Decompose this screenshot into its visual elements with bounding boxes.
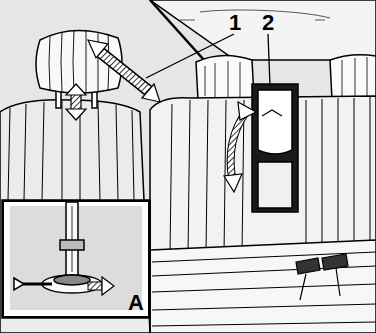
interior-background-part (150, 0, 376, 60)
callout-number: 1 (229, 12, 241, 34)
tilt-arrow-part (142, 84, 160, 102)
tilt-arrow-part (100, 52, 150, 92)
front-headrest-part (49, 30, 109, 93)
armrest-part (252, 84, 298, 212)
fold-arrow-part (224, 174, 242, 192)
inset-detail (2, 200, 150, 318)
rear-seat-cushion-part (150, 240, 376, 333)
fold-arrow-part (231, 112, 246, 178)
armrest-part (262, 110, 282, 116)
belt-buckles-part (322, 254, 348, 270)
tilt-arrow (88, 40, 160, 102)
inset-detail-part (60, 240, 84, 250)
rear-seat-cushion-part (152, 252, 376, 326)
belt-buckles (296, 254, 348, 300)
inset-detail-part (2, 200, 150, 318)
fold-arrow-part (238, 102, 256, 120)
callout-number: 2 (262, 12, 274, 34)
rear-headrests-part (205, 61, 240, 98)
front-seat-back (0, 100, 150, 333)
height-arrow-part (71, 93, 81, 111)
height-arrow-part (66, 84, 86, 95)
interior-background-part (180, 20, 195, 21)
inset-detail-part (66, 202, 78, 276)
front-seat-back-part (0, 100, 150, 333)
leader-lines-part (268, 34, 270, 86)
leader-lines (146, 34, 270, 86)
leader-lines-part (146, 34, 234, 78)
rear-headrests-part (330, 55, 376, 100)
interior-background-part (315, 20, 325, 21)
inset-detail-part (88, 282, 102, 290)
rear-headrests-part (196, 55, 254, 100)
rear-headrests-part (342, 57, 367, 98)
tilt-arrow-part (88, 40, 108, 58)
belt-buckles-part (296, 258, 320, 274)
armrest (252, 84, 298, 212)
front-seat-back-part (8, 101, 134, 200)
armrest-part (258, 90, 292, 154)
fold-arrow-part (231, 112, 246, 178)
inset-detail-part (102, 277, 114, 295)
inset-detail-part (54, 275, 90, 285)
fold-arrow (224, 102, 256, 192)
height-arrow-part (66, 109, 86, 120)
inset-letter: A (128, 292, 144, 314)
rear-seat-cushion (150, 240, 376, 333)
armrest-part (258, 162, 292, 208)
tilt-arrow-part (100, 52, 150, 92)
height-arrow (66, 84, 86, 120)
inset-box: A (2, 200, 150, 318)
inset-detail-part (14, 278, 24, 290)
inset-detail-part (72, 206, 73, 272)
belt-buckles-part (300, 268, 340, 300)
